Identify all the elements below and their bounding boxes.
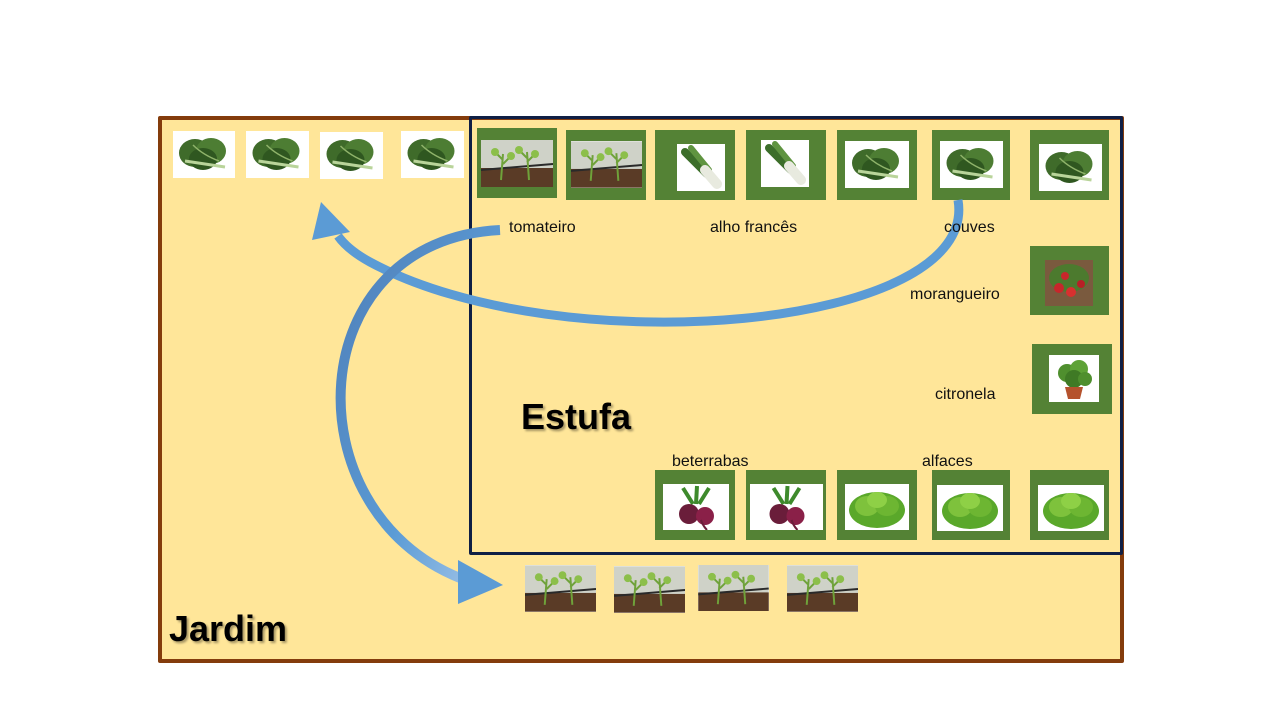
strawberry-plant-icon [1045, 260, 1093, 306]
cabbage-icon [845, 141, 909, 188]
lettuce-icon [1038, 485, 1104, 531]
potted-plant-icon [1049, 355, 1099, 402]
beet-tile [746, 470, 826, 540]
cabbage-tile [932, 130, 1010, 200]
tomato-plant-icon [787, 565, 858, 612]
garden-title: Jardim [169, 608, 288, 649]
beetroot-icon [750, 484, 823, 530]
leek-tile [655, 130, 735, 200]
tomato-plant-icon [614, 566, 685, 613]
cabbage-tile [837, 130, 917, 200]
beetroot-icon [663, 484, 729, 530]
cabbage-icon [173, 131, 235, 178]
beet-tile [655, 470, 735, 540]
citronella-label: citronela [935, 386, 996, 403]
cabbage-label: couves [944, 219, 995, 236]
lettuce-tile [932, 470, 1010, 540]
lettuce-icon [937, 485, 1003, 531]
leek-icon [761, 140, 809, 187]
tomato-plant-icon [698, 565, 769, 611]
cabbage-icon [320, 132, 383, 179]
citronella-tile [1032, 344, 1112, 414]
lettuce-tile [1030, 470, 1109, 540]
lettuce-tile [837, 470, 917, 540]
tomato-plant-icon [481, 140, 553, 187]
greenhouse-title: Estufa [521, 396, 632, 437]
tomato-tile [566, 130, 646, 200]
cabbage-icon [1039, 144, 1102, 191]
cabbage-icon [401, 131, 464, 178]
cabbage-icon [246, 131, 309, 178]
leek-tile [746, 130, 826, 200]
lettuce-icon [845, 484, 909, 530]
strawberry-label: morangueiro [910, 286, 1000, 303]
lettuce-label: alfaces [922, 453, 973, 470]
tomato-plant-icon [525, 565, 596, 612]
leek-label: alho francês [710, 219, 798, 236]
tomato-tile [477, 128, 557, 198]
tomato-label: tomateiro [509, 219, 576, 236]
cabbage-tile [1030, 130, 1109, 200]
tomato-plant-icon [571, 141, 642, 188]
leek-icon [677, 144, 725, 191]
cabbage-icon [940, 141, 1003, 188]
beet-label: beterrabas [672, 453, 749, 470]
strawberry-tile [1030, 246, 1109, 315]
